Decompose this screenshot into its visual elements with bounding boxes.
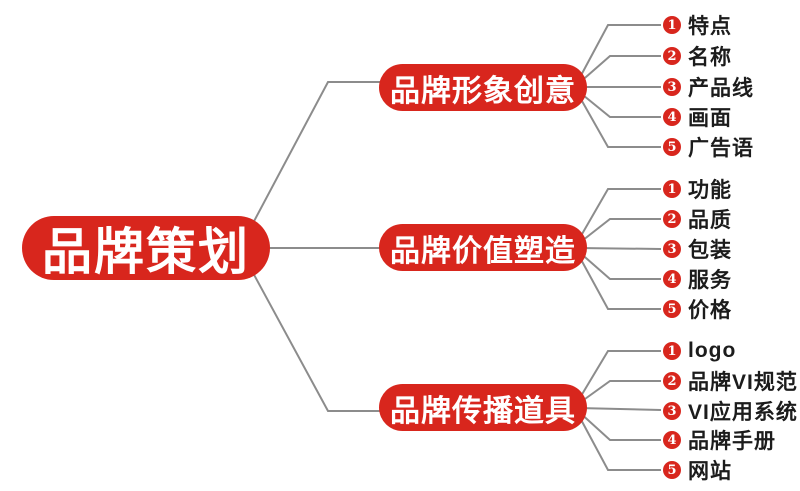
leaf-item: 1 特点	[663, 14, 732, 38]
connector-b1-item2	[577, 55, 661, 85]
connector-b1-item1	[577, 24, 661, 82]
leaf-label: 产品线	[688, 77, 754, 100]
leaf-item: 2 品牌VI规范	[663, 370, 798, 394]
leaf-item: 5 价格	[663, 298, 732, 322]
connector-b2-item5	[577, 253, 661, 310]
leaf-item: 1 logo	[663, 339, 737, 362]
numbered-bullet-icon: 4	[663, 431, 681, 449]
leaf-label: 品质	[688, 209, 732, 232]
leaf-label: 包装	[688, 239, 732, 262]
leaf-label: 服务	[688, 269, 732, 292]
leaf-label: 功能	[688, 179, 732, 202]
connector-b3-item2	[577, 380, 661, 405]
numbered-bullet-icon: 3	[663, 402, 681, 420]
numbered-bullet-icon: 3	[663, 78, 681, 96]
leaf-label: VI应用系统	[688, 401, 798, 424]
branch-node-1: 品牌形象创意	[379, 64, 587, 111]
leaf-item: 1 功能	[663, 178, 732, 202]
leaf-item: 4 服务	[663, 268, 732, 292]
connector-b1-item5	[577, 93, 661, 148]
leaf-label: 价格	[688, 299, 732, 322]
leaf-item: 4 画面	[663, 106, 732, 130]
leaf-label: logo	[688, 339, 737, 362]
leaf-item: 4 品牌手册	[663, 429, 776, 453]
connector-root-branch-3	[251, 270, 390, 412]
leaf-label: 品牌VI规范	[688, 371, 798, 394]
leaf-label: 特点	[688, 15, 732, 38]
leaf-item: 5 广告语	[663, 136, 754, 160]
numbered-bullet-icon: 4	[663, 108, 681, 126]
leaf-label: 网站	[688, 460, 732, 483]
numbered-bullet-icon: 3	[663, 240, 681, 258]
numbered-bullet-icon: 5	[663, 300, 681, 318]
numbered-bullet-icon: 4	[663, 270, 681, 288]
leaf-label: 画面	[688, 107, 732, 130]
numbered-bullet-icon: 2	[663, 210, 681, 228]
leaf-item: 3 包装	[663, 238, 732, 262]
connector-b2-item1	[577, 188, 661, 242]
connector-b2-item2	[577, 218, 661, 245]
branch-node-2: 品牌价值塑造	[379, 224, 587, 271]
numbered-bullet-icon: 1	[663, 180, 681, 198]
leaf-label: 品牌手册	[688, 430, 776, 453]
leaf-item: 2 品质	[663, 208, 732, 232]
connector-b3-item1	[577, 350, 661, 402]
connector-root-branch-1	[251, 81, 390, 226]
connector-b2-item4	[577, 250, 661, 280]
connector-b2-item3	[577, 247, 662, 250]
connector-b3-item4	[577, 410, 661, 441]
numbered-bullet-icon: 1	[663, 342, 681, 360]
connector-b3-item5	[577, 413, 661, 471]
numbered-bullet-icon: 1	[663, 16, 681, 34]
leaf-item: 3 产品线	[663, 76, 754, 100]
connector-b3-item3	[577, 407, 662, 411]
branch-node-3: 品牌传播道具	[379, 384, 587, 431]
numbered-bullet-icon: 2	[663, 47, 681, 65]
leaf-label: 广告语	[688, 137, 754, 160]
numbered-bullet-icon: 5	[663, 461, 681, 479]
leaf-item: 3 VI应用系统	[663, 400, 798, 424]
numbered-bullet-icon: 2	[663, 372, 681, 390]
numbered-bullet-icon: 5	[663, 138, 681, 156]
connector-b1-item4	[577, 90, 661, 118]
leaf-item: 2 名称	[663, 45, 732, 69]
leaf-item: 5 网站	[663, 459, 732, 483]
root-node: 品牌策划	[22, 216, 270, 280]
leaf-label: 名称	[688, 46, 732, 69]
